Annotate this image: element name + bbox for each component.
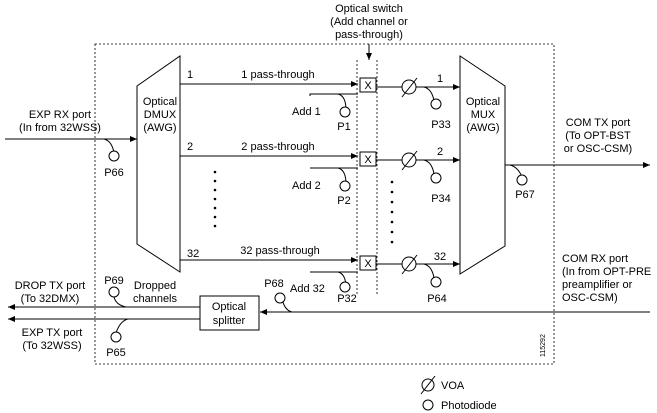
pd-add-label: P1 xyxy=(337,121,350,133)
splitter-label-2: splitter xyxy=(213,315,246,327)
p65-tap xyxy=(115,318,129,334)
channel-row-2: 2 2 pass-through X Add 2 P2 2 P34 xyxy=(180,141,460,207)
out-num: 2 xyxy=(437,146,443,158)
photodiode-icon xyxy=(339,281,351,293)
out-num: 1 xyxy=(437,73,443,85)
com-tx-label: COM TX port xyxy=(566,117,631,129)
p66-label: P66 xyxy=(104,167,124,179)
drop-tx-label: DROP TX port xyxy=(15,280,86,292)
add-label: Add 2 xyxy=(292,180,321,192)
photodiode-icon xyxy=(108,286,120,298)
channel-num: 1 xyxy=(187,69,193,81)
legend: VOA Photodiode xyxy=(420,375,497,412)
optical-mux xyxy=(459,55,506,275)
dropped-label-2: channels xyxy=(133,293,178,305)
switch-symbol: X xyxy=(364,154,372,166)
legend-voa-label: VOA xyxy=(441,380,465,392)
optical-switch-subtitle2: pass-through) xyxy=(335,29,403,41)
photodiode-icon xyxy=(422,399,434,411)
photodiode-icon xyxy=(516,174,528,186)
com-rx-label: COM RX port xyxy=(562,253,628,265)
out-tap xyxy=(423,86,435,102)
optical-splitter xyxy=(199,295,260,331)
pd-out-label: P64 xyxy=(427,293,447,305)
com-rx-sublabel3: OSC-CSM) xyxy=(562,292,618,304)
exp-tx-label: EXP TX port xyxy=(22,327,83,339)
dropped-label-1: Dropped xyxy=(134,280,176,292)
photodiode-icon xyxy=(339,180,351,192)
p65-label: P65 xyxy=(106,347,126,359)
p69-tap xyxy=(113,296,127,308)
channel-num: 2 xyxy=(187,141,193,153)
pd-add-label: P32 xyxy=(337,293,357,305)
com-rx-sublabel: (In from OPT-PRE xyxy=(562,266,651,278)
pd-add-label: P2 xyxy=(337,195,350,207)
photodiode-icon xyxy=(108,150,120,162)
com-tx-sublabel2: or OSC-CSM) xyxy=(564,143,632,155)
p69-label: P69 xyxy=(104,275,124,287)
photodiode-icon xyxy=(274,292,286,304)
legend-photodiode-label: Photodiode xyxy=(441,400,497,412)
optical-dmux xyxy=(136,55,181,273)
channel-row-32: 32 32 pass-through X Add 32 P32 32 P64 xyxy=(180,245,460,305)
optical-switch-title: Optical switch xyxy=(335,3,403,15)
com-rx-sublabel2: preamplifier or xyxy=(562,279,633,291)
optical-switch-label: Optical switch (Add channel or pass-thro… xyxy=(330,3,408,60)
p67-label: P67 xyxy=(515,189,535,201)
optical-switch xyxy=(359,77,377,93)
dmux-label-2: DMUX xyxy=(144,109,177,121)
channel-ellipsis-right xyxy=(390,180,394,244)
com-tx-sublabel: (To OPT-BST xyxy=(565,130,631,142)
photodiode-icon xyxy=(339,106,351,118)
exp-tx-sublabel: (To 32WSS) xyxy=(22,340,81,352)
photodiode-icon xyxy=(430,172,442,184)
switch-symbol: X xyxy=(364,258,372,270)
voa-slash xyxy=(401,254,418,275)
drop-tx-sublabel: (To 32DMX) xyxy=(21,293,80,305)
mux-label-3: (AWG) xyxy=(466,122,499,134)
module-boundary xyxy=(94,43,555,365)
optical-switch xyxy=(359,255,377,271)
splitter-label-1: Optical xyxy=(212,301,246,313)
add-label: Add 32 xyxy=(290,283,325,295)
switch-symbol: X xyxy=(364,80,372,92)
mux-label-2: MUX xyxy=(471,109,496,121)
figure-id: 115292 xyxy=(540,334,547,357)
channel-ellipsis-left xyxy=(213,170,217,228)
pd-out-label: P33 xyxy=(431,119,451,131)
out-tap xyxy=(423,263,435,279)
photodiode-icon xyxy=(430,276,442,288)
out-tap xyxy=(423,159,435,175)
mux-label-1: Optical xyxy=(466,96,500,108)
photodiode-icon xyxy=(430,98,442,110)
voa-slash xyxy=(401,150,418,171)
exp-rx-sublabel: (In from 32WSS) xyxy=(19,122,101,134)
dmux-label-3: (AWG) xyxy=(143,122,176,134)
voa-slash xyxy=(420,375,436,395)
photodiode-icon xyxy=(110,331,122,343)
voa-slash xyxy=(401,77,418,98)
exp-rx-label: EXP RX port xyxy=(29,109,91,121)
dmux-label-1: Optical xyxy=(143,96,177,108)
passthrough-label: 2 pass-through xyxy=(241,141,314,153)
passthrough-label: 1 pass-through xyxy=(241,69,314,81)
optical-switch xyxy=(359,151,377,167)
out-num: 32 xyxy=(434,251,446,263)
pd-out-label: P34 xyxy=(431,193,451,205)
optical-switch-subtitle: (Add channel or xyxy=(330,16,408,28)
channel-num: 32 xyxy=(187,248,199,260)
add-label: Add 1 xyxy=(292,106,321,118)
passthrough-label: 32 pass-through xyxy=(240,245,320,257)
channel-row-1: 1 1 pass-through X Add 1 P1 1 P33 xyxy=(180,69,460,133)
p68-label: P68 xyxy=(264,278,284,290)
